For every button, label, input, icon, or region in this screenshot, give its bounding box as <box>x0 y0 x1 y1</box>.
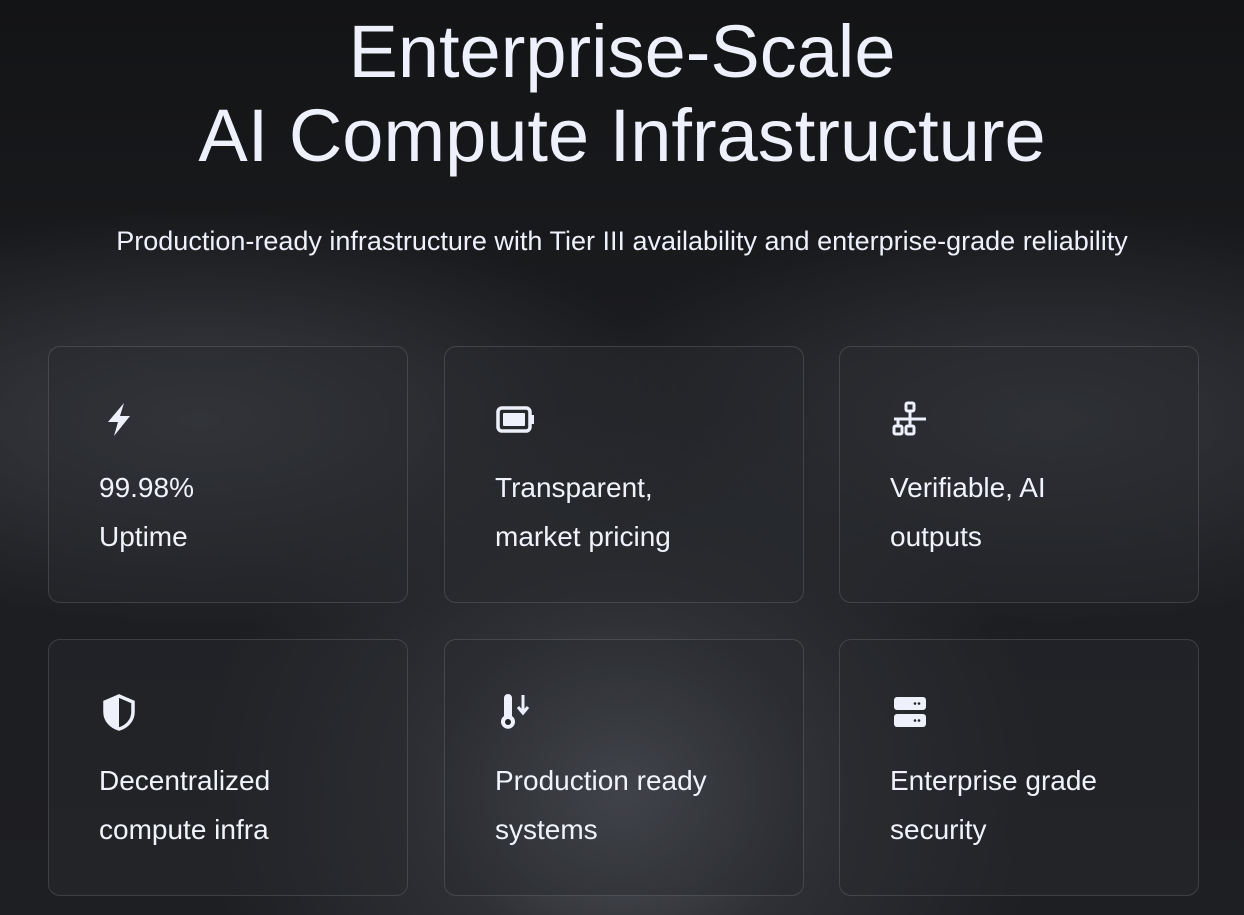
feature-text: Decentralized <box>99 765 271 796</box>
feature-text: 99.98% <box>99 472 194 503</box>
feature-text: outputs <box>890 521 982 552</box>
feature-text: Uptime <box>99 521 188 552</box>
title-line-2: AI Compute Infrastructure <box>198 94 1046 177</box>
battery-icon <box>496 406 534 433</box>
feature-card-security: Enterprise grade security <box>839 639 1199 896</box>
server-icon <box>894 697 926 727</box>
feature-card-decentralized: Decentralized compute infra <box>48 639 408 896</box>
feature-text: Production ready <box>495 765 707 796</box>
feature-text: security <box>890 814 987 845</box>
feature-text: Enterprise grade <box>890 765 1098 796</box>
feature-card-verifiable: Verifiable, AI outputs <box>839 346 1199 603</box>
feature-card-pricing: Transparent, market pricing <box>444 346 804 603</box>
feature-text: compute infra <box>99 814 269 845</box>
page-subtitle: Production-ready infrastructure with Tie… <box>116 226 1128 256</box>
feature-text: Transparent, <box>495 472 653 503</box>
feature-card-production: Production ready systems <box>444 639 804 896</box>
lightning-icon <box>108 403 130 436</box>
network-icon <box>892 401 926 436</box>
title-line-1: Enterprise-Scale <box>348 10 896 93</box>
feature-text: Verifiable, AI <box>890 472 1046 503</box>
feature-card-uptime: 99.98% Uptime <box>48 346 408 603</box>
feature-text: market pricing <box>495 521 671 552</box>
feature-text: systems <box>495 814 598 845</box>
shield-icon <box>103 694 135 731</box>
thermometer-down-icon <box>501 694 530 729</box>
